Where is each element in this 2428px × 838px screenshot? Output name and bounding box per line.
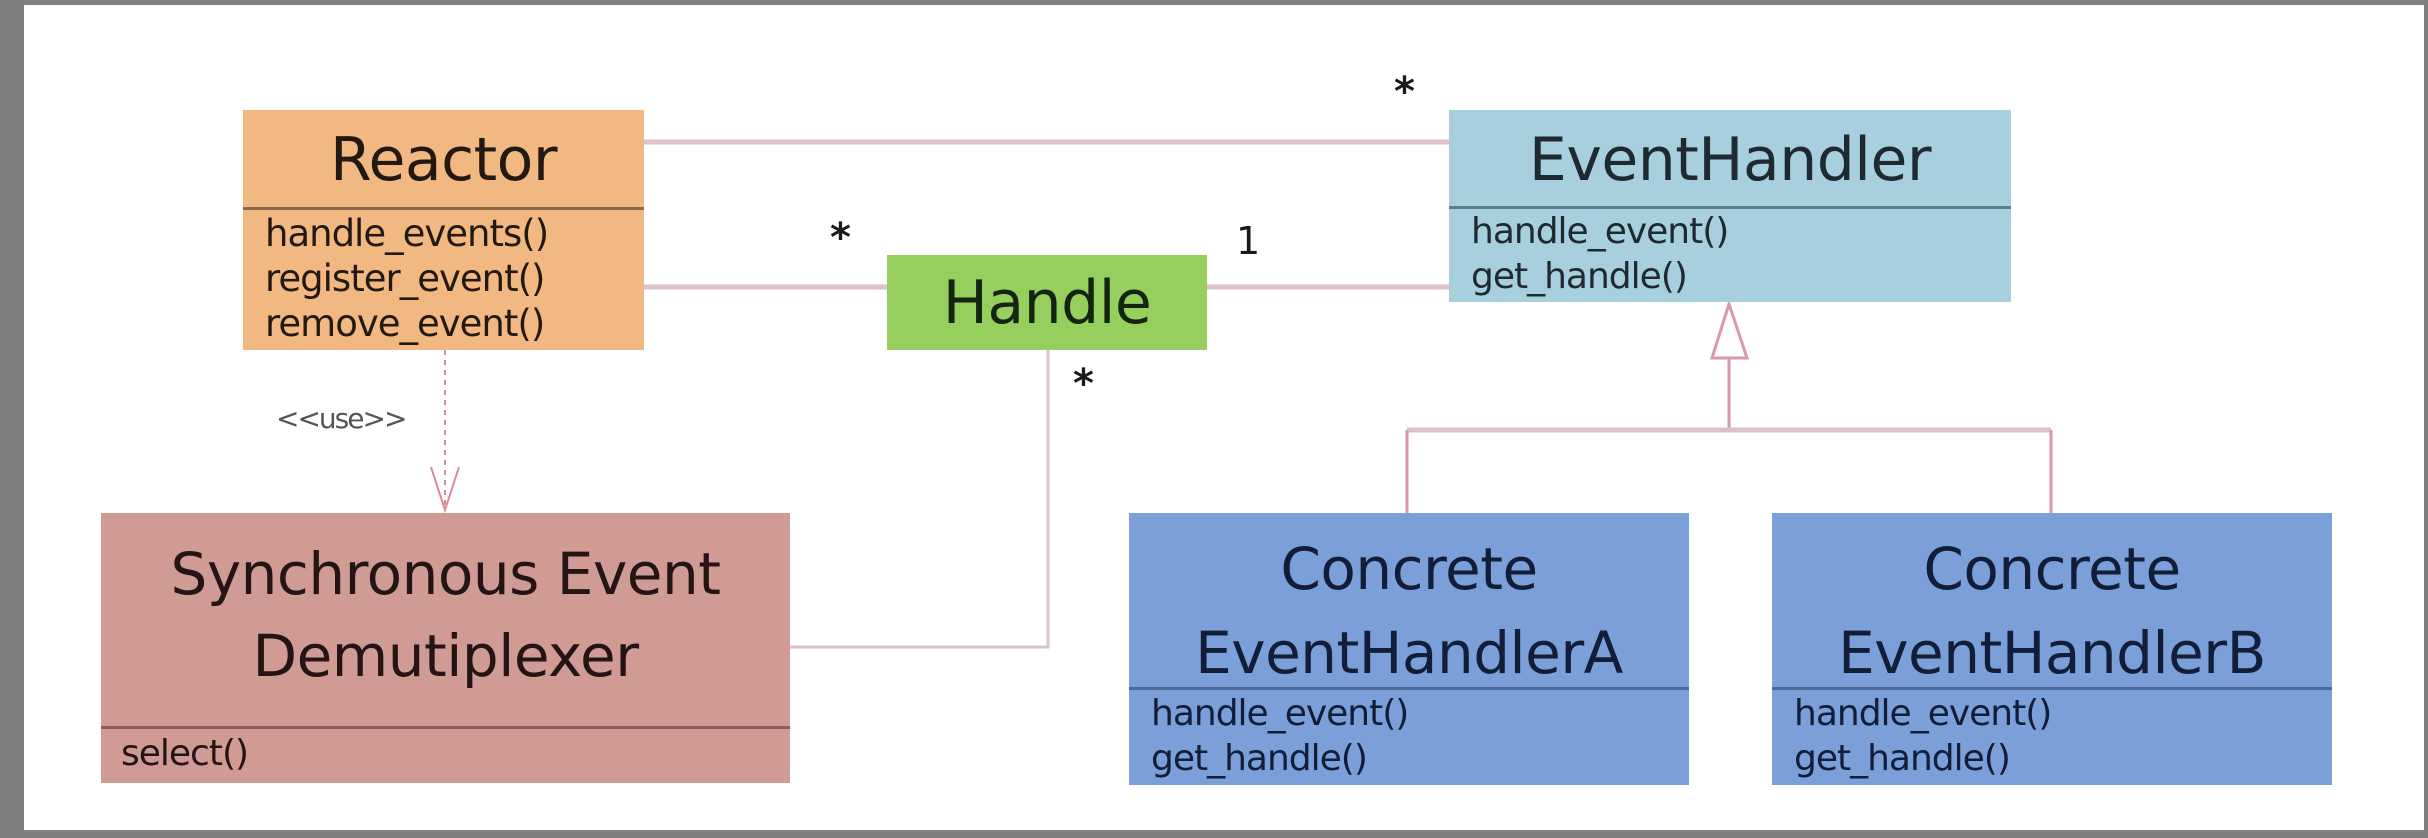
class-name: Reactor xyxy=(329,125,558,195)
method-list: handle_event() get_handle() xyxy=(1794,691,2328,781)
multiplicity-handle-demux-label: * xyxy=(1073,361,1094,407)
class-handle[interactable]: Handle xyxy=(887,255,1207,350)
class-name-line: Concrete xyxy=(1923,535,2181,603)
class-name: Synchronous Event Demutiplexer xyxy=(101,533,790,697)
multiplicity-reactor-handle-label: * xyxy=(830,215,851,261)
class-name: Concrete EventHandlerB xyxy=(1772,527,2332,695)
compartment-divider xyxy=(1449,206,2011,209)
generalization-triangle-icon xyxy=(1709,299,1750,360)
method: get_handle() xyxy=(1151,738,1368,779)
method: handle_events() xyxy=(265,212,549,255)
class-synchronous-event-demultiplexer[interactable]: Synchronous Event Demutiplexer select() xyxy=(101,513,790,783)
class-eventhandler[interactable]: EventHandler handle_event() get_handle() xyxy=(1449,110,2011,302)
class-name-line: Synchronous Event xyxy=(170,540,721,608)
class-concrete-eventhandler-a[interactable]: Concrete EventHandlerA handle_event() ge… xyxy=(1129,513,1689,785)
multiplicity-handle-eventhandler-label: 1 xyxy=(1236,219,1261,263)
class-name: Concrete EventHandlerA xyxy=(1129,527,1689,695)
compartment-divider xyxy=(101,726,790,729)
method: handle_event() xyxy=(1151,693,1409,734)
method-list: select() xyxy=(121,729,786,779)
association-handle-demultiplexer xyxy=(790,350,1050,649)
method: remove_event() xyxy=(265,302,545,345)
method: register_event() xyxy=(265,257,545,300)
method-list: handle_events() register_event() remove_… xyxy=(265,211,640,346)
method: get_handle() xyxy=(1471,256,1688,297)
method: handle_event() xyxy=(1794,693,2052,734)
compartment-divider xyxy=(1129,687,1689,690)
class-name-line: Demutiplexer xyxy=(252,622,639,690)
class-name-line: EventHandlerB xyxy=(1838,619,2266,687)
compartment-divider xyxy=(243,207,644,210)
class-reactor[interactable]: Reactor handle_events() register_event()… xyxy=(243,110,644,350)
class-name-line: EventHandlerA xyxy=(1195,619,1623,687)
method: get_handle() xyxy=(1794,738,2011,779)
class-concrete-eventhandler-b[interactable]: Concrete EventHandlerB handle_event() ge… xyxy=(1772,513,2332,785)
stereotype-use-label: <<use>> xyxy=(276,402,407,435)
dependency-arrowhead-icon xyxy=(430,466,460,514)
method-list: handle_event() get_handle() xyxy=(1151,691,1685,781)
class-name: Handle xyxy=(942,268,1152,338)
compartment-divider xyxy=(1772,687,2332,690)
method: handle_event() xyxy=(1471,211,1729,252)
method-list: handle_event() get_handle() xyxy=(1471,209,2007,299)
method: select() xyxy=(121,733,249,774)
class-name-line: Concrete xyxy=(1280,535,1538,603)
class-name: EventHandler xyxy=(1528,125,1932,195)
multiplicity-eventhandler-label: * xyxy=(1394,69,1415,115)
